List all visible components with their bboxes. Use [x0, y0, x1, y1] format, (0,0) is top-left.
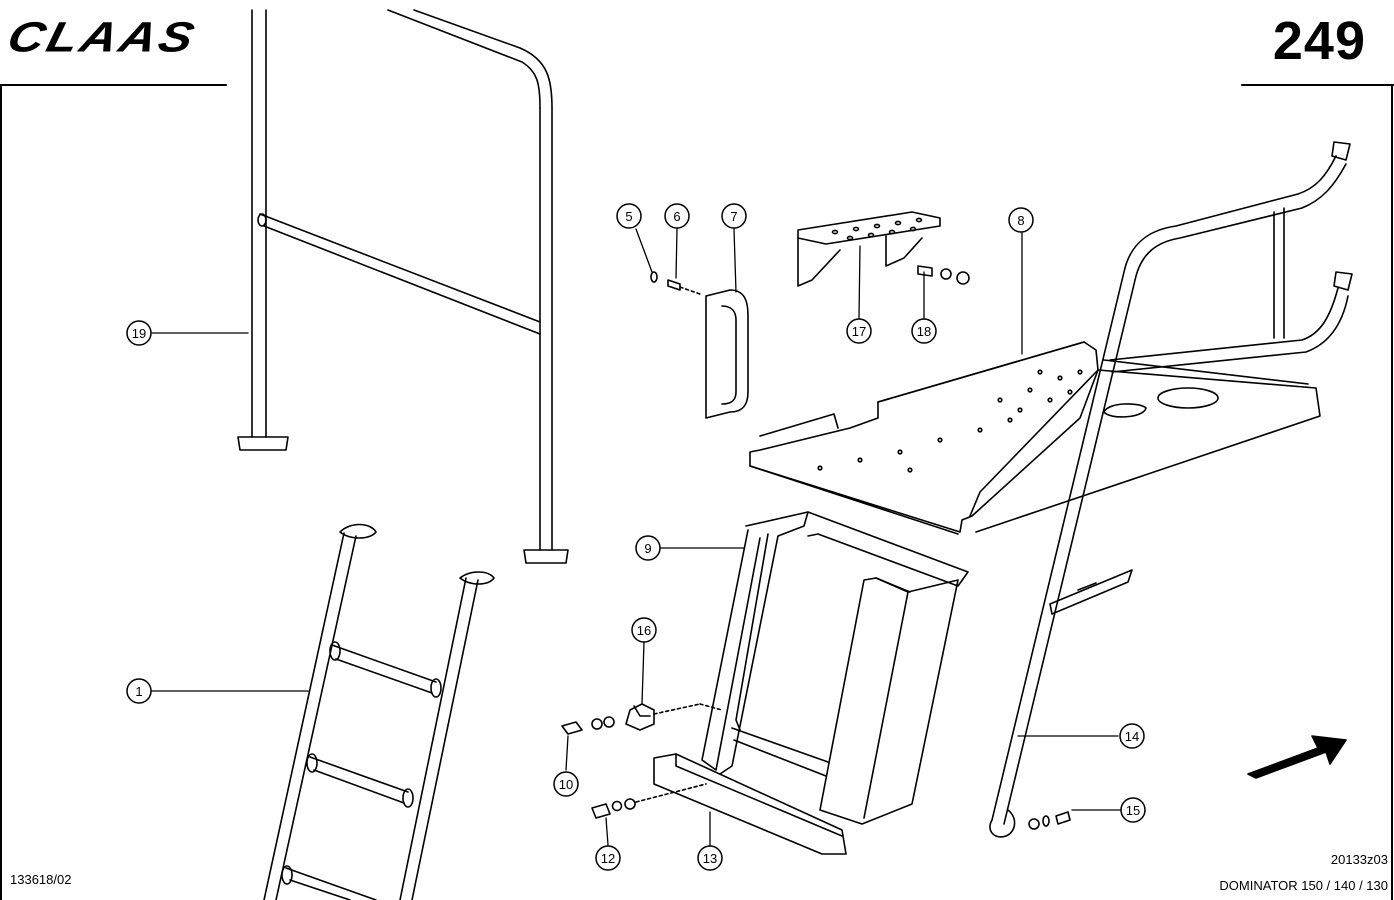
callout-7-label: 7 — [730, 209, 737, 224]
callout-5-label: 5 — [625, 209, 632, 224]
callout-10-circle — [553, 771, 579, 797]
ladder — [263, 523, 495, 900]
callout-1-label: 1 — [135, 684, 142, 699]
callout-16-circle — [631, 617, 657, 643]
callout-18-circle — [911, 318, 937, 344]
model-designation: DOMINATOR 150 / 140 / 130 — [1219, 878, 1388, 893]
callout-13-label: 13 — [703, 851, 717, 866]
callout-1-circle — [126, 678, 152, 704]
railing-frame — [237, 9, 569, 564]
callout-16-label: 16 — [637, 623, 651, 638]
leader-lines — [150, 228, 1121, 846]
callout-8-label: 8 — [1017, 213, 1024, 228]
callout-14-label: 14 — [1125, 729, 1139, 744]
callout-10-label: 10 — [559, 777, 573, 792]
callout-17-circle — [846, 318, 872, 344]
washer-5 — [650, 271, 658, 283]
arrow-icon — [1247, 735, 1347, 779]
step-frame — [701, 511, 969, 825]
callout-labels: 19 1 5 6 7 8 9 16 17 18 10 12 13 14 15 — [132, 209, 1140, 866]
callout-19-circle — [126, 320, 152, 346]
callouts — [126, 203, 1146, 871]
callout-13-circle — [697, 845, 723, 871]
callout-12-label: 12 — [601, 851, 615, 866]
drawing-code: 20133z03 — [1330, 852, 1388, 867]
platform — [749, 341, 1321, 535]
callout-15-circle — [1120, 797, 1146, 823]
bolt-set-15 — [1028, 811, 1071, 830]
callout-8-circle — [1008, 207, 1034, 233]
side-handrail — [989, 141, 1353, 838]
callout-17-label: 17 — [852, 324, 866, 339]
callout-18-label: 18 — [917, 324, 931, 339]
callout-9-label: 9 — [644, 541, 651, 556]
callout-7-circle — [721, 203, 747, 229]
callout-15-label: 15 — [1126, 803, 1140, 818]
callout-9-circle — [635, 535, 661, 561]
screw-10 — [561, 716, 615, 735]
screw-6 — [667, 279, 701, 295]
page-number: 249 — [1272, 11, 1366, 71]
screw-12 — [591, 783, 707, 819]
callout-5-circle — [616, 203, 642, 229]
callout-12-circle — [595, 845, 621, 871]
base-plate — [653, 753, 847, 855]
callout-6-label: 6 — [673, 209, 680, 224]
clamp-16 — [625, 703, 723, 731]
bolt-set-18 — [917, 265, 970, 285]
reference-number: 133618/02 — [10, 872, 72, 887]
grab-handle — [705, 289, 749, 419]
callout-6-circle — [664, 203, 690, 229]
callout-14-circle — [1119, 723, 1145, 749]
callout-19-label: 19 — [132, 326, 146, 341]
step-plate — [797, 211, 941, 287]
